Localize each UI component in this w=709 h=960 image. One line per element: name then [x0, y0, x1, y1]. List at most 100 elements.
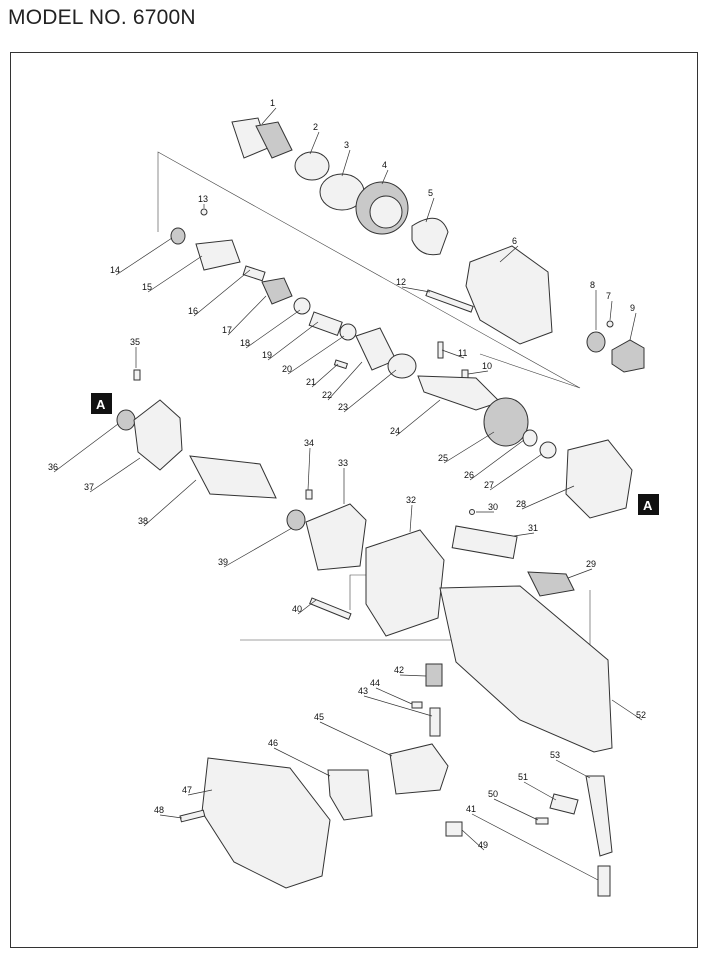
part-9-knob: [611, 339, 645, 373]
part-35-pin: [133, 369, 141, 381]
svg-text:A: A: [96, 397, 106, 412]
part-5-clip: [411, 217, 449, 256]
part-number-label-39: 39: [218, 557, 228, 567]
part-number-label-9: 9: [630, 303, 635, 313]
part-23-washer: [387, 353, 417, 379]
part-14-bearing: [170, 227, 186, 245]
leader-line-48: [159, 814, 183, 819]
part-number-label-49: 49: [478, 840, 488, 850]
part-29-cover: [527, 571, 575, 597]
leader-line-9: [629, 312, 637, 341]
leader-line-19: [267, 321, 319, 361]
leader-line-45: [319, 721, 393, 757]
leader-line-52: [611, 699, 643, 721]
leader-line-42: [399, 674, 427, 677]
part-43-spring: [429, 707, 441, 737]
part-20-washer: [339, 323, 357, 341]
leader-line-7: [609, 300, 613, 321]
part-45-switch: [389, 743, 449, 795]
leader-line-2: [309, 131, 320, 155]
leader-line-4: [381, 169, 389, 185]
leader-line-36: [53, 423, 119, 473]
part-25-gear: [483, 397, 529, 447]
part-number-label-11: 11: [458, 348, 467, 358]
leader-line-21: [311, 363, 339, 388]
part-24-shaft: [417, 375, 501, 411]
part-number-label-26: 26: [464, 470, 474, 480]
leader-line-51: [523, 781, 557, 801]
part-number-label-44: 44: [370, 678, 380, 688]
part-number-label-33: 33: [338, 458, 348, 468]
part-number-label-41: 41: [466, 804, 476, 814]
part-number-label-6: 6: [512, 236, 517, 246]
leader-line-1: [261, 107, 277, 125]
leader-line-28: [521, 485, 575, 510]
part-37-fan: [133, 399, 183, 471]
model-title: MODEL NO. 6700N: [8, 6, 196, 29]
part-number-label-16: 16: [188, 306, 198, 316]
part-34-pin: [305, 489, 313, 500]
leader-line-32: [409, 504, 413, 533]
leader-line-37: [89, 457, 141, 493]
part-number-label-19: 19: [262, 350, 272, 360]
part-number-label-34: 34: [304, 438, 314, 448]
part-19-spring: [308, 311, 343, 337]
part-28-plate: [565, 439, 633, 519]
part-number-label-15: 15: [142, 282, 152, 292]
part-49-terminal: [445, 821, 463, 837]
part-1-chuck: [231, 117, 293, 159]
part-15-spindle: [195, 239, 241, 271]
part-number-label-17: 17: [222, 325, 232, 335]
part-number-label-18: 18: [240, 338, 250, 348]
part-number-label-29: 29: [586, 559, 596, 569]
part-38-armature: [189, 455, 277, 499]
part-number-label-1: 1: [270, 98, 275, 108]
part-7-pin: [606, 320, 614, 328]
part-number-label-31: 31: [528, 523, 538, 533]
leader-line-5: [425, 197, 435, 223]
leader-line-14: [115, 237, 173, 276]
part-27-bearing: [539, 441, 557, 459]
leader-line-24: [395, 399, 441, 437]
leader-line-40: [297, 599, 317, 615]
part-number-label-42: 42: [394, 665, 404, 675]
part-40-screw: [309, 597, 352, 620]
part-48-screw: [179, 809, 206, 823]
part-26-ring: [522, 429, 538, 447]
part-number-label-32: 32: [406, 495, 416, 505]
part-number-label-12: 12: [396, 277, 406, 287]
part-32-field: [365, 529, 445, 637]
part-42-holder: [425, 663, 443, 687]
marker-a-right: A: [638, 494, 659, 515]
part-46-controller: [327, 769, 373, 821]
leader-line-49: [461, 829, 485, 851]
leader-line-20: [287, 335, 345, 375]
leader-line-25: [443, 431, 495, 464]
part-number-label-3: 3: [344, 140, 349, 150]
part-number-label-38: 38: [138, 516, 148, 526]
leader-line-3: [341, 149, 351, 177]
part-number-label-47: 47: [182, 785, 192, 795]
part-number-label-22: 22: [322, 390, 332, 400]
leader-line-16: [193, 269, 251, 317]
part-number-label-23: 23: [338, 402, 348, 412]
part-50-screw: [535, 817, 549, 825]
part-47-handle-cover: [201, 757, 331, 889]
part-2-washer: [294, 151, 330, 181]
part-13-ball: [200, 208, 208, 216]
part-36-bearing: [116, 409, 136, 431]
leader-line-47: [187, 789, 213, 796]
part-number-label-27: 27: [484, 480, 494, 490]
part-number-label-25: 25: [438, 453, 448, 463]
part-number-label-30: 30: [488, 502, 498, 512]
part-6-gear-housing: [465, 245, 553, 345]
part-53-cord-guard: [585, 775, 613, 857]
leader-line-23: [343, 369, 397, 413]
leader-line-6: [499, 245, 519, 263]
part-number-label-36: 36: [48, 462, 58, 472]
leader-line-12: [401, 286, 431, 293]
leader-line-10: [467, 370, 489, 375]
part-number-label-7: 7: [606, 291, 611, 301]
part-number-label-46: 46: [268, 738, 278, 748]
part-number-label-8: 8: [590, 280, 595, 290]
